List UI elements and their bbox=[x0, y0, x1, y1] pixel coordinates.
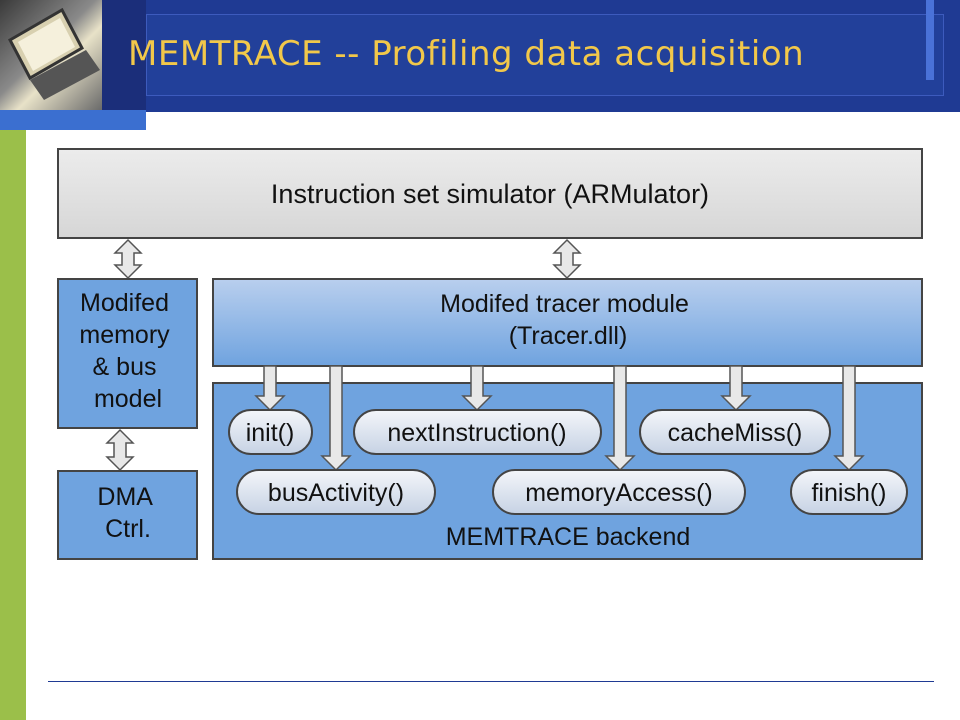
header-accent-bar bbox=[926, 0, 934, 80]
memory-model-line-2: memory bbox=[79, 321, 170, 349]
footer-divider bbox=[48, 681, 934, 682]
svg-text:DMA Ctrl.: DMA Ctrl. bbox=[97, 483, 158, 543]
memory-model-line-1: Modifed bbox=[80, 289, 169, 317]
simulator-label: Instruction set simulator (ARMulator) bbox=[271, 179, 709, 209]
dma-box: DMA Ctrl. bbox=[57, 470, 198, 560]
dma-line-1: DMA bbox=[97, 483, 153, 511]
pill-init: init() bbox=[228, 409, 313, 455]
pill-memory-access-label: memoryAccess() bbox=[525, 479, 713, 507]
tracer-line-2: (Tracer.dll) bbox=[509, 322, 628, 350]
arrow-cache-miss bbox=[720, 365, 752, 412]
left-accent-strip bbox=[0, 130, 26, 720]
arrow-memory-access bbox=[604, 365, 636, 472]
double-arrow-dma bbox=[105, 428, 135, 472]
simulator-box: Instruction set simulator (ARMulator) bbox=[57, 148, 923, 239]
memory-model-line-4: model bbox=[94, 385, 162, 413]
header-side-block bbox=[102, 0, 146, 110]
memory-model-line-3: & bus bbox=[93, 353, 157, 381]
arrow-bus-activity bbox=[320, 365, 352, 472]
dma-line-2: Ctrl. bbox=[105, 515, 151, 543]
computer-icon bbox=[0, 0, 102, 110]
backend-label: MEMTRACE backend bbox=[446, 523, 691, 551]
pill-finish-label: finish() bbox=[811, 479, 886, 507]
header-panel bbox=[146, 14, 944, 96]
svg-text:Modifed tracer module (T: Modifed tracer module (Tracer.dll) bbox=[440, 290, 696, 350]
memory-model-box: Modifed memory & bus model bbox=[57, 278, 198, 429]
pill-memory-access: memoryAccess() bbox=[492, 469, 746, 515]
arrow-next-instruction bbox=[461, 365, 493, 412]
pill-next-instruction: nextInstruction() bbox=[353, 409, 602, 455]
slide-title: MEMTRACE -- Profiling data acquisition bbox=[128, 34, 805, 74]
tracer-box: Modifed tracer module (Tracer.dll) bbox=[212, 278, 923, 367]
tracer-line-1: Modifed tracer module bbox=[440, 290, 689, 318]
double-arrow-memory bbox=[113, 238, 143, 280]
header-blue-band bbox=[0, 110, 146, 130]
svg-text:Modifed memory & b: Modifed memory & bus model bbox=[79, 289, 176, 413]
arrow-init bbox=[254, 365, 286, 412]
pill-bus-activity-label: busActivity() bbox=[268, 479, 404, 507]
pill-finish: finish() bbox=[790, 469, 908, 515]
double-arrow-tracer bbox=[552, 238, 582, 280]
pill-init-label: init() bbox=[246, 419, 295, 447]
pill-next-instruction-label: nextInstruction() bbox=[387, 419, 566, 447]
pill-bus-activity: busActivity() bbox=[236, 469, 436, 515]
arrow-finish bbox=[833, 365, 865, 472]
slide-header bbox=[0, 0, 960, 112]
pill-cache-miss: cacheMiss() bbox=[639, 409, 831, 455]
pill-cache-miss-label: cacheMiss() bbox=[668, 419, 803, 447]
